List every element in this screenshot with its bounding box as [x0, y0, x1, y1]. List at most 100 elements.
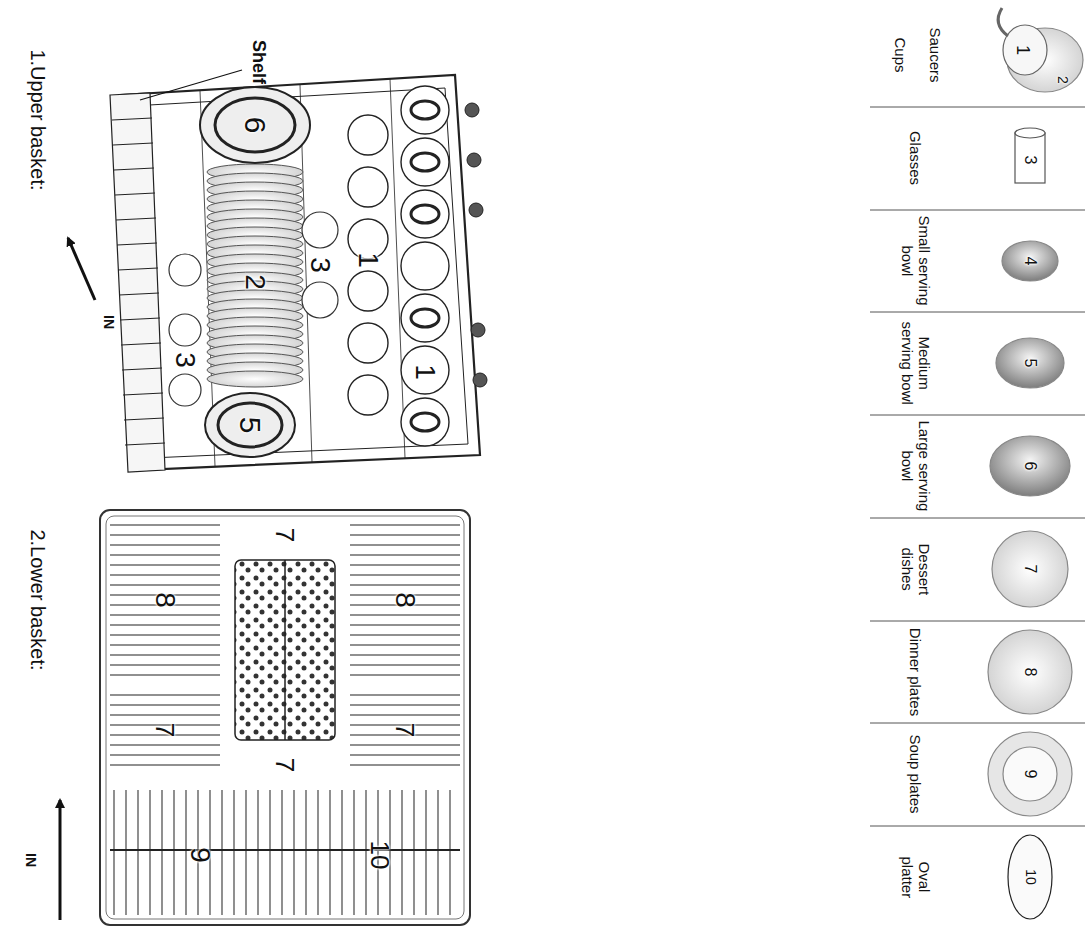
item-name: Glasses [907, 131, 924, 185]
table-rules [870, 415, 1085, 416]
item-icons [988, 732, 1072, 816]
cups [401, 346, 449, 394]
shelf [125, 443, 165, 445]
glasses [169, 314, 201, 346]
item-name: Dessert dishes [899, 522, 932, 617]
lower-basket-drawing [100, 510, 470, 925]
shelf [119, 293, 159, 295]
direction-arrow [68, 238, 95, 300]
callout-number: 8 [150, 592, 181, 608]
callout-number: 6 [239, 117, 272, 134]
item-number: 4 [1021, 257, 1039, 266]
callout-number: 7 [271, 758, 300, 772]
item-number: 9 [1021, 770, 1039, 779]
cups [401, 138, 449, 186]
item-icons [1003, 747, 1057, 801]
table-rules [870, 312, 1085, 313]
lower-basket-drawing [350, 690, 460, 770]
item-number: 6 [1021, 462, 1039, 471]
lower-basket-drawing [110, 690, 220, 770]
shelf [113, 143, 153, 145]
item-icons [1015, 128, 1045, 138]
saucers [207, 371, 303, 387]
shelf [117, 243, 157, 245]
item-number: 1 [1012, 45, 1032, 55]
cup-pegs [469, 203, 483, 217]
callout-number: 7 [391, 723, 420, 737]
shelf [114, 168, 154, 170]
bowls [200, 87, 310, 163]
shelf [121, 343, 161, 345]
shelf [110, 93, 165, 472]
item-name: Cups [892, 37, 909, 72]
bowls [200, 87, 310, 457]
lower-basket-drawing [110, 849, 460, 851]
table-rules [870, 107, 1085, 108]
cup-pegs [465, 103, 479, 117]
item-name: Dinner plates [907, 628, 924, 716]
saucers [207, 164, 303, 387]
bowls [215, 98, 295, 152]
item-icons [992, 531, 1068, 607]
shelf [118, 268, 158, 270]
table-rules [870, 723, 1085, 724]
item-icons [1008, 835, 1052, 919]
item-icons [1002, 241, 1058, 281]
cups [411, 153, 439, 171]
shelf [122, 368, 162, 370]
table-rules [870, 518, 1085, 519]
callout-number: 7 [151, 723, 180, 737]
cups [411, 101, 439, 119]
item-icons [988, 630, 1072, 714]
cups [401, 190, 449, 238]
item-number: 8 [1021, 668, 1039, 677]
item-number: 7 [1021, 565, 1039, 574]
item-icons [996, 338, 1064, 388]
section-heading: 2.Lower basket: [27, 529, 49, 670]
shelf [124, 418, 164, 420]
section-heading: 1.Upper basket: [27, 49, 49, 190]
direction-arrow [59, 800, 62, 920]
lower-basket-drawing [100, 510, 470, 925]
lower-basket-drawing [284, 560, 286, 740]
direction-label: IN [22, 853, 37, 867]
table-rules [870, 826, 1085, 827]
lower-basket-drawing [350, 520, 460, 680]
cups [348, 115, 388, 155]
glasses [169, 212, 338, 406]
shelf [115, 193, 155, 195]
bowls [218, 403, 282, 447]
cups [401, 242, 449, 290]
callout-number: 3 [170, 352, 201, 368]
shelf [120, 318, 160, 320]
direction-label: IN [100, 315, 115, 329]
table-rules [870, 107, 1085, 826]
cup-pegs [467, 153, 481, 167]
item-icons [998, 8, 1008, 36]
cups [411, 205, 439, 223]
item-number: 5 [1021, 359, 1039, 368]
item-icons [1003, 25, 1047, 75]
callout-number: 2 [240, 274, 271, 290]
shelf [112, 118, 152, 120]
callout-number: 3 [305, 257, 336, 273]
item-name: Saucers [927, 27, 944, 82]
glasses [169, 374, 201, 406]
upper-basket-drawing [132, 88, 468, 458]
shelf [123, 393, 163, 395]
item-name: Medium serving bowl [899, 316, 932, 411]
item-name: Small serving bowl [899, 214, 932, 309]
glasses [169, 254, 201, 286]
upper-basket-drawing [120, 75, 480, 470]
table-rules [870, 621, 1085, 622]
item-name: Soup plates [907, 734, 924, 813]
callout-number: 1 [410, 364, 441, 380]
callout-number: 5 [234, 417, 267, 434]
cup-pegs [471, 323, 485, 337]
lower-basket-drawing [235, 560, 335, 740]
item-name: Large serving bowl [899, 419, 932, 514]
callout-number: 9 [185, 847, 216, 863]
shelf [110, 93, 165, 472]
callout-number: 8 [390, 592, 421, 608]
